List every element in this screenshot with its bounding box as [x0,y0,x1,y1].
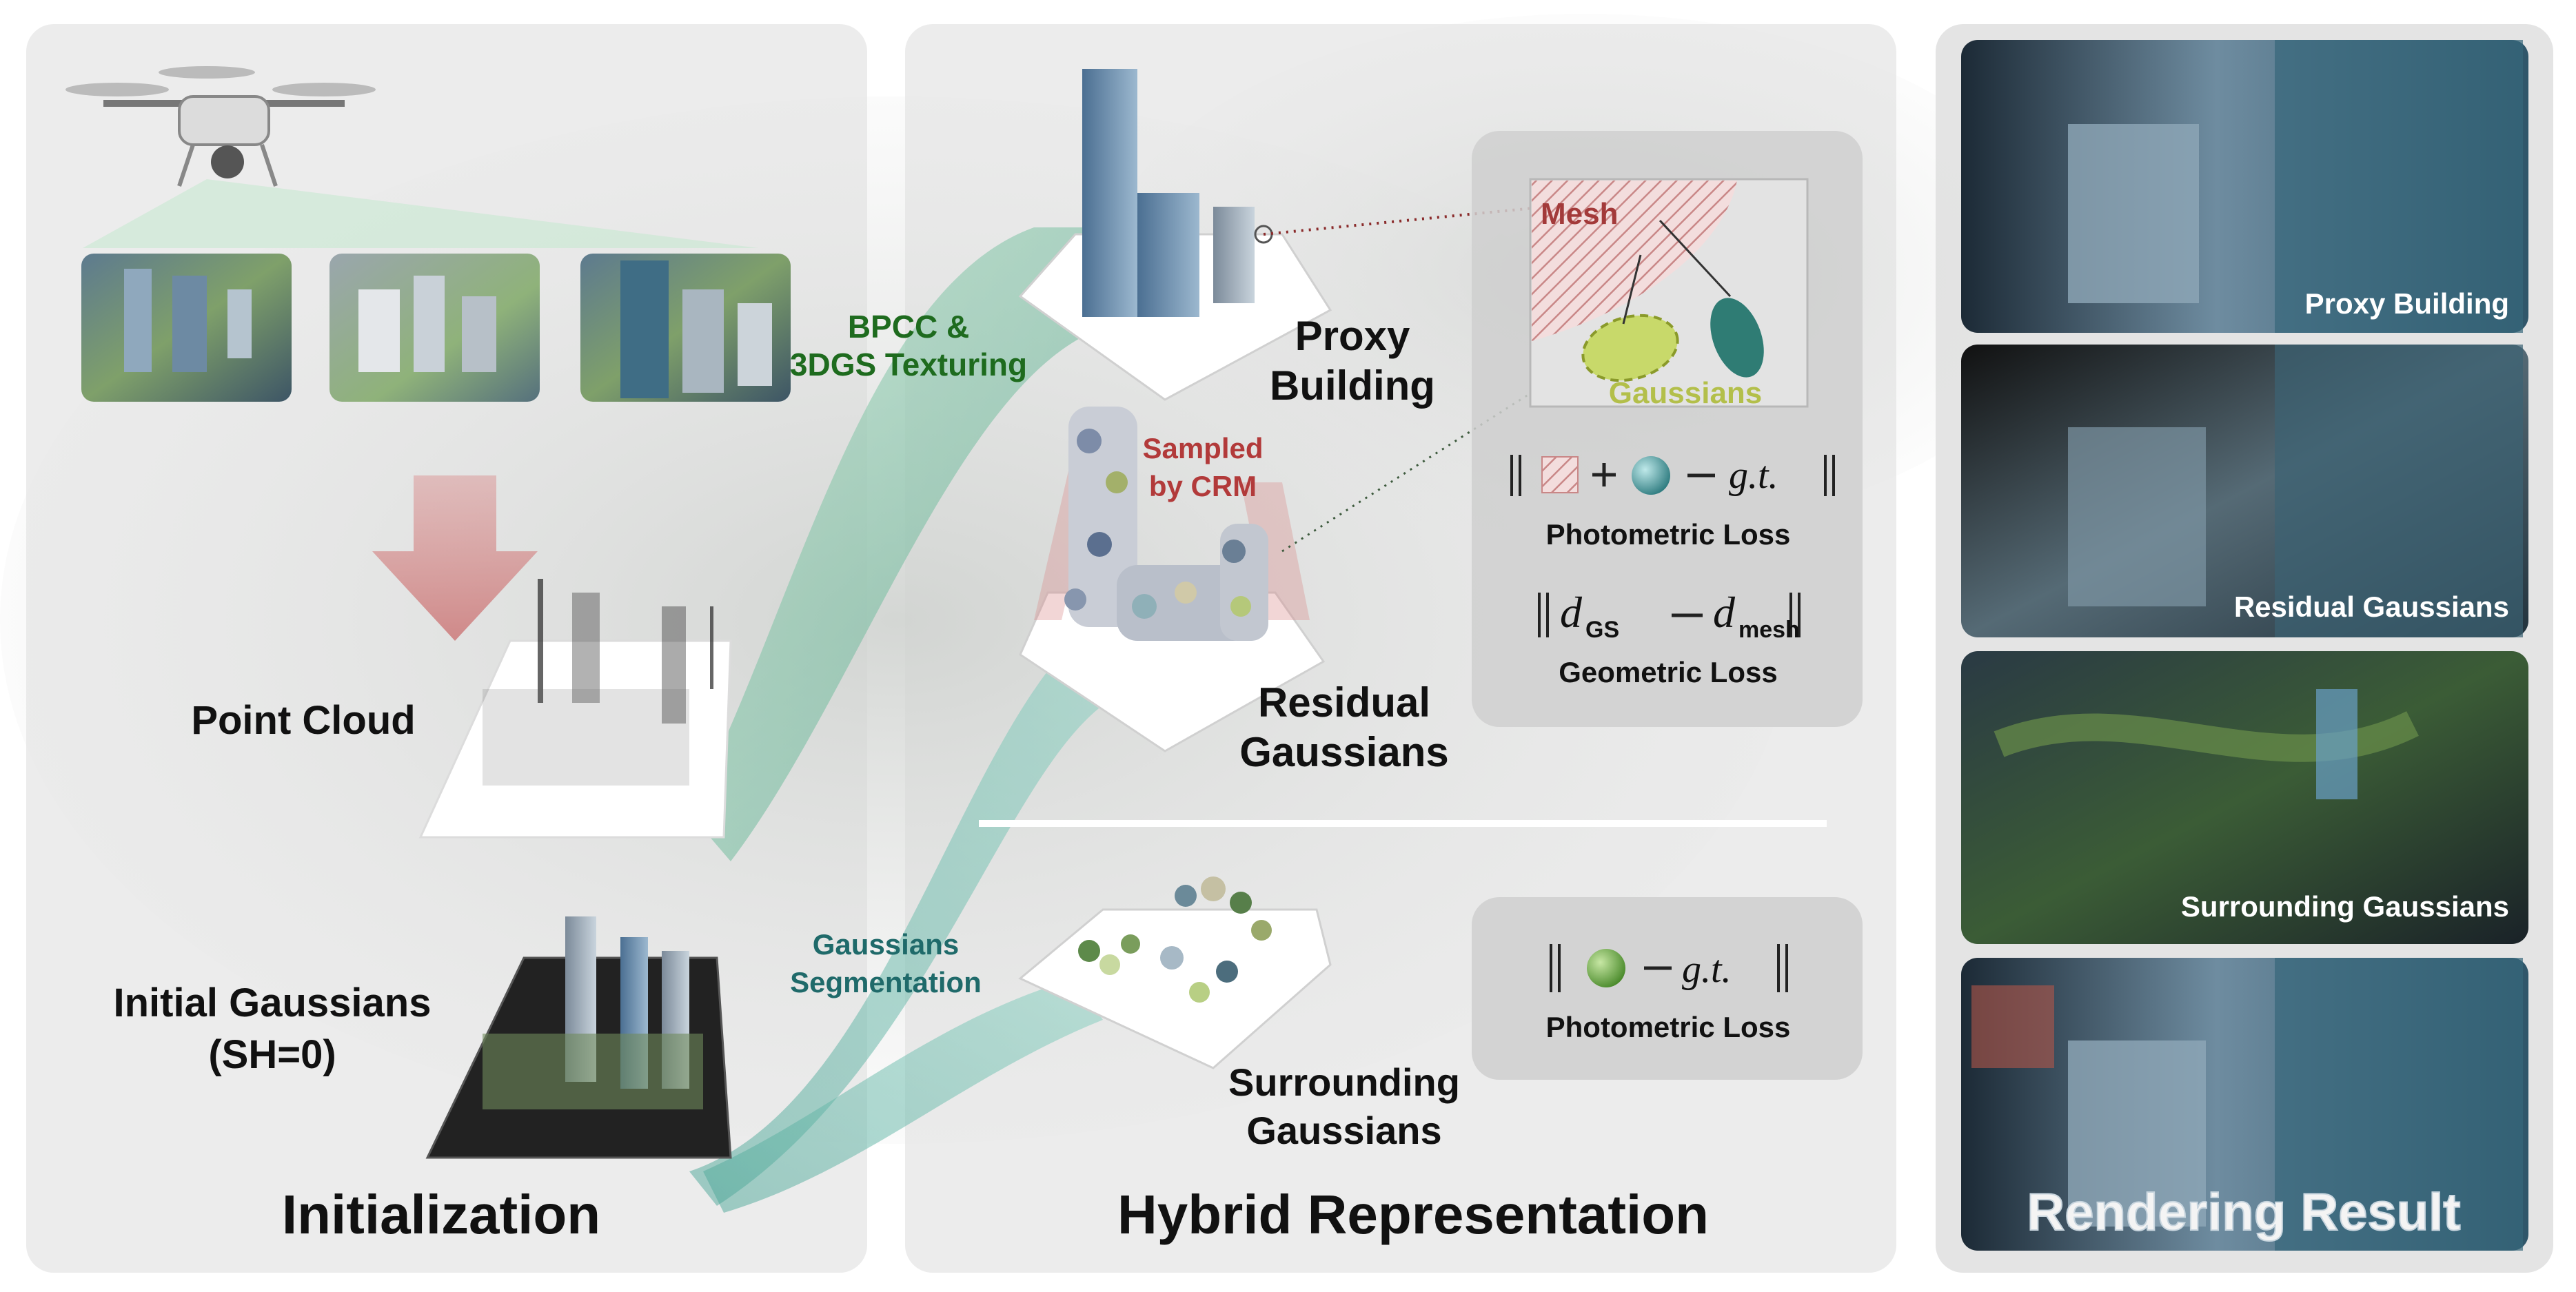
gaussian-ellipse-teal [1710,298,1764,378]
initial-gaussians-label-line1: Initial Gaussians [114,981,432,1025]
gaussians-box-label: Gaussians [1609,376,1763,410]
hybrid-title: Hybrid Representation [1117,1184,1709,1245]
mesh-pointer [1659,219,1732,298]
teal-gaussian-icon [1632,456,1670,495]
photometric-loss-label-2: Photometric Loss [1546,1011,1791,1043]
point-cloud-label: Point Cloud [191,698,415,743]
residual-gaussians-label-line1: Residual [1258,679,1430,726]
mesh-region [1532,181,1737,341]
geometric-loss-label: Geometric Loss [1559,656,1777,688]
capture-beam [83,179,758,248]
surrounding-gaussians-label-line2: Gaussians [1246,1109,1441,1152]
aerial-image-1 [81,254,292,402]
mesh-connector [1263,205,1548,236]
down-arrow-icon [372,475,538,641]
result-label-proxy-building: Proxy Building [2305,287,2509,320]
residual-gaussians-plate [1019,407,1326,752]
residual-gaussians-label-line2: Gaussians [1239,729,1449,775]
result-image-full-rendering [1961,958,2528,1251]
drone-icon [65,66,376,187]
loss-box-1 [1472,131,1863,727]
texturing-flow [689,227,1117,861]
result-label-surrounding-gaussians: Surrounding Gaussians [2181,890,2509,923]
bpcc-label-line2: 3DGS Texturing [790,347,1027,382]
segmentation-flow-upper [689,606,1117,1206]
result-image-surrounding-gaussians [1961,651,2528,944]
result-label-residual-gaussians: Residual Gaussians [2234,591,2509,623]
gaussian-pointer [1622,254,1642,325]
green-gaussian-icon [1587,949,1625,987]
segmentation-label-line1: Gaussians [813,928,959,961]
segmentation-label-line2: Segmentation [790,966,982,998]
proxy-building-label-line2: Building [1270,362,1435,409]
initial-gaussians-label-line2: (SH=0) [208,1032,336,1077]
result-image-residual-gaussians [1961,345,2528,637]
rendering-title: Rendering Result [2027,1183,2460,1242]
proxy-building-plate [1018,69,1332,401]
d-gs-symbol: d [1560,588,1583,637]
result-image-proxy-building [1961,40,2528,333]
aerial-image-2 [329,254,540,402]
segmentation-flow-lower [703,978,1103,1213]
mesh-label: Mesh [1541,197,1618,231]
surrounding-gaussians-label-line1: Surrounding [1228,1060,1460,1104]
surrounding-gaussians-plate [1018,876,1332,1069]
gt-label-2: g.t. [1682,948,1732,991]
gt-label: g.t. [1729,454,1778,497]
sampled-label-line1: Sampled [1142,432,1263,464]
mesh-subscript: mesh [1738,617,1800,643]
loss-box-2 [1472,897,1863,1080]
initialization-title: Initialization [282,1184,600,1245]
mesh-swatch-icon [1541,456,1579,493]
bpcc-label-line1: BPCC & [848,309,969,345]
d-mesh-symbol: d [1713,588,1736,637]
gaussian-ellipse-yellow [1581,314,1679,382]
initial-gaussians-plate [425,916,732,1159]
sampled-label-line2: by CRM [1149,470,1257,502]
point-cloud-plate [418,579,732,839]
gs-subscript: GS [1585,617,1619,643]
proxy-building-label-line1: Proxy [1295,313,1410,359]
aerial-image-3 [580,254,791,402]
photometric-loss-label: Photometric Loss [1546,518,1791,551]
